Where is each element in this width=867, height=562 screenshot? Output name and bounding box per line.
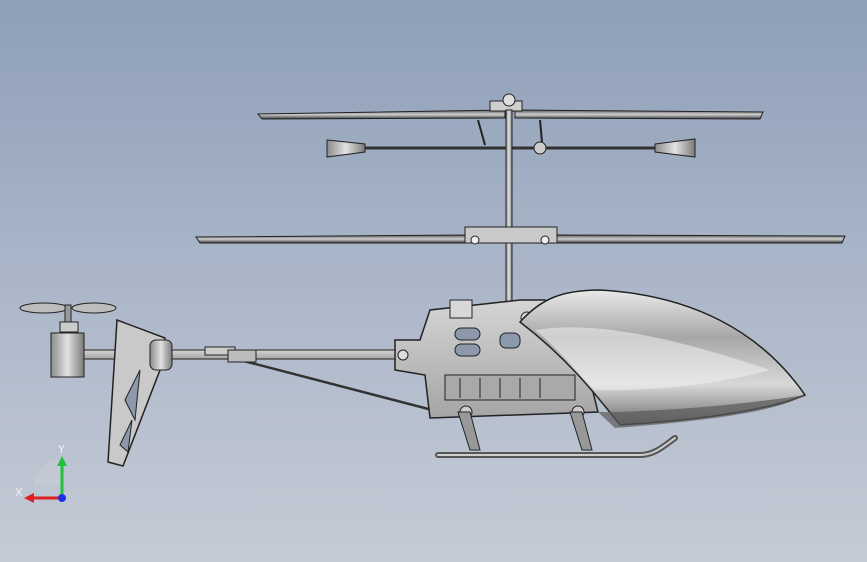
main-mast <box>505 109 513 306</box>
lower-rotor <box>195 226 846 245</box>
tail-rotor <box>19 302 117 378</box>
y-axis-label: Y <box>57 443 65 456</box>
x-axis-label: X <box>15 486 23 499</box>
y-axis-arrow <box>57 456 67 466</box>
landing-skids <box>435 411 678 458</box>
upper-rotor <box>256 93 764 120</box>
canopy <box>518 289 807 428</box>
z-axis-dot <box>58 494 66 502</box>
x-axis-arrow <box>24 493 34 503</box>
tail-fin <box>107 318 173 467</box>
axis-triad: X Y <box>15 443 67 503</box>
